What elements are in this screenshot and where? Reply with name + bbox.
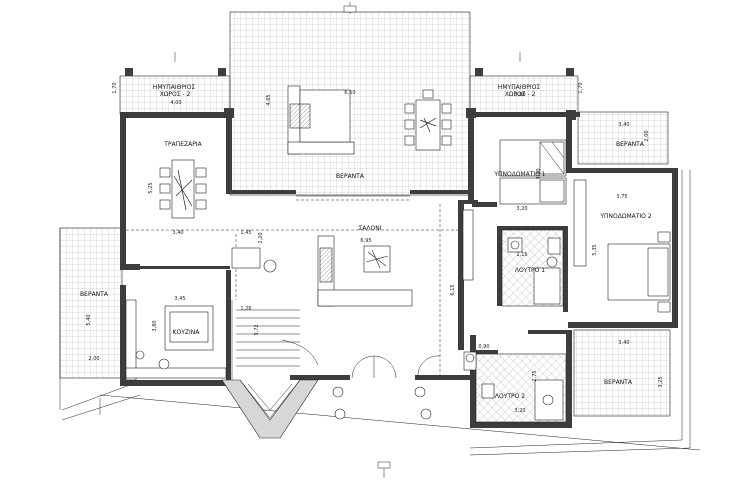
dim-veranda-rt-w: 3,40 (618, 122, 629, 128)
dim-hall-w: 1,26 (240, 306, 251, 312)
veranda-right-top-label: ΒΕΡΑΝΤΑ (616, 141, 645, 148)
bath2-label: ΛΟΥΤΡΟ 2 (495, 393, 525, 400)
dining-table (159, 159, 207, 219)
storage-left-floor (119, 75, 231, 115)
dim-salon-h: 6,15 (450, 284, 456, 295)
dim-bed2-h: 5,35 (592, 244, 598, 255)
dim-bed1-w: 3,20 (516, 206, 527, 212)
entry-desk (231, 247, 261, 269)
salon-sofa (317, 235, 413, 307)
bedroom2-label: ΥΠΝΟΔΩΜΑΤΙΟ 2 (599, 213, 651, 220)
dim-veranda-left-w: 2,00 (88, 356, 99, 362)
veranda-dining-table (404, 89, 452, 151)
veranda-right-top-floor (577, 111, 669, 165)
dining-label: ΤΡΑΠΕΖΑΡΙΑ (163, 141, 202, 148)
dim-dining-h: 5,25 (148, 182, 154, 193)
bedroom2-bed (607, 231, 671, 313)
kitchen-label: ΚΟΥΖΙΝΑ (173, 329, 201, 336)
salon-label: ΣΑΛΟΝΙ (359, 225, 382, 232)
bedroom1-label: ΥΠΝΟΔΩΜΑΤΙΟ 1 (493, 171, 545, 178)
dim-bed1-h: 3,80 (536, 168, 542, 179)
veranda-top-label: ΒΕΡΑΝΤΑ (336, 173, 365, 180)
dim-entry-w: 1,45 (240, 230, 251, 236)
dim-storage-right-h: 1,70 (578, 82, 584, 93)
bedroom2-closet (573, 179, 587, 267)
dim-storage-left-w: 4,00 (170, 100, 181, 106)
dim-storage-left-h: 1,70 (112, 82, 118, 93)
dim-veranda-rb-w: 3,40 (618, 340, 629, 346)
dim-veranda-rt-h: 2,00 (644, 130, 650, 141)
veranda-right-bottom-floor (573, 329, 671, 417)
section-marker-top (343, 2, 357, 14)
dim-bath2-w: 3,20 (514, 408, 525, 414)
dim-veranda-left-h: 5,40 (86, 314, 92, 325)
dim-storage-right-w: 3,80 (514, 92, 525, 98)
dim-veranda-rb-h: 3,25 (658, 376, 664, 387)
dim-bath1-w: 1,15 (516, 252, 527, 258)
dim-veranda-top-h: 4,65 (266, 94, 272, 105)
veranda-left-floor (59, 227, 123, 379)
dim-veranda-top-w: 6,50 (344, 90, 355, 96)
dim-wc-w: 0,90 (478, 344, 489, 350)
storage-right-label: ΗΜΥΠΑΙΘΡΙΟΣ ΧΩΡΟΣ - 2 (498, 84, 542, 98)
veranda-left-label: ΒΕΡΑΝΤΑ (80, 291, 109, 298)
kitchen-units (125, 299, 227, 381)
section-marker-bottom (377, 461, 391, 478)
storage-left-label: ΗΜΥΠΑΙΘΡΙΟΣ ΧΩΡΟΣ - 2 (153, 84, 197, 98)
dim-bath2-h: 2,75 (532, 370, 538, 381)
dim-salon-w: 6,95 (360, 238, 371, 244)
dim-entry-h: 2,20 (258, 232, 264, 243)
veranda-right-bottom-label: ΒΕΡΑΝΤΑ (604, 379, 633, 386)
veranda-armchair (289, 103, 311, 129)
dim-dining-w: 3,40 (172, 230, 183, 236)
bedroom1-closet (462, 209, 474, 281)
dim-kitchen-w: 3,45 (174, 296, 185, 302)
bath1-label: ΛΟΥΤΡΟ 1 (515, 267, 545, 274)
dim-bed2-w: 3,75 (616, 194, 627, 200)
storage-right-floor (469, 75, 579, 115)
dim-hall-h: 3,72 (254, 324, 260, 335)
dim-kitchen-h: 3,80 (152, 320, 158, 331)
bedroom1-bed (499, 139, 567, 205)
